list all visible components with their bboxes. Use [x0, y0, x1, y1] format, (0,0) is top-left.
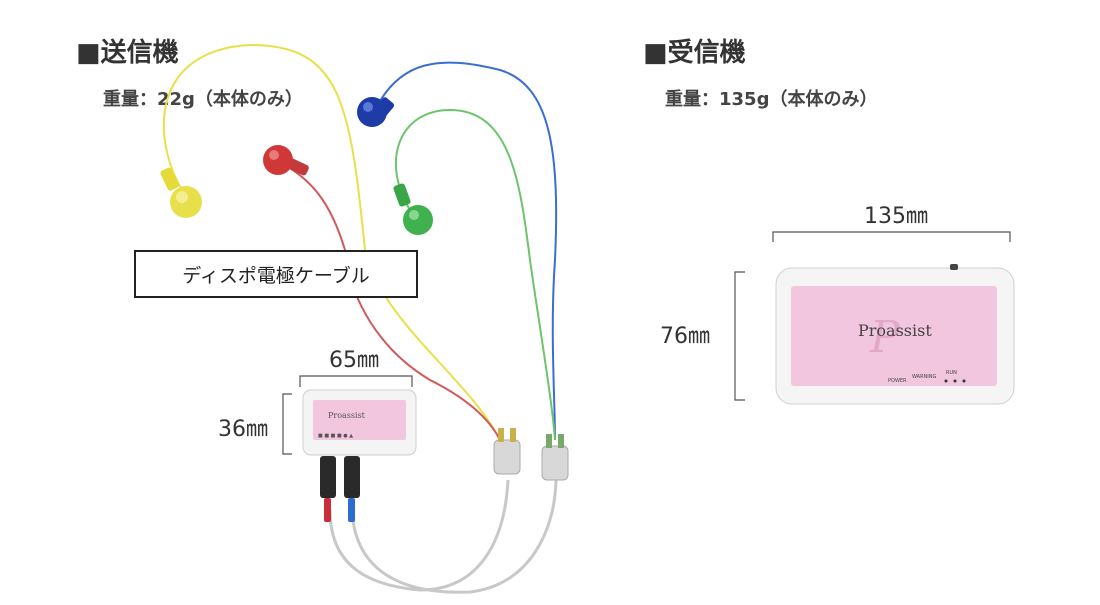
receiver-device: P Proassist POWER WARNING RUN: [775, 264, 1015, 405]
transmitter-width-label: 65㎜: [329, 348, 379, 373]
svg-text:Proassist: Proassist: [328, 411, 366, 420]
gray-wire-left: [328, 479, 510, 592]
svg-text:POWER: POWER: [888, 378, 907, 384]
gray-wire-right: [350, 479, 558, 594]
svg-text:P: P: [869, 312, 901, 363]
svg-text:RUN: RUN: [946, 370, 957, 376]
svg-text:WARNING: WARNING: [912, 374, 937, 380]
electrode-blue: [357, 97, 395, 127]
yellow-wire: [162, 43, 501, 441]
receiver-heading: ■受信機: [643, 38, 746, 68]
electrode-yellow: [160, 167, 202, 218]
svg-text:Proassist: Proassist: [858, 321, 932, 340]
transmitter-weight: 重量：22g（本体のみ）: [103, 89, 303, 110]
connector-right: [541, 434, 569, 481]
connector-left: [493, 428, 521, 475]
red-wire: [284, 164, 501, 441]
transmitter-height-label: 36㎜: [218, 417, 268, 442]
transmitter-heading: ■送信機: [76, 38, 179, 68]
electrode-green: [393, 183, 433, 235]
transmitter-device: Proassist ■ ■ ■ ■ ● ▲: [302, 389, 417, 522]
electrode-red: [263, 145, 309, 176]
svg-text:■ ■ ■ ■ ● ▲: ■ ■ ■ ■ ● ▲: [318, 433, 353, 439]
blue-wire: [374, 61, 558, 441]
cable-label-text: ディスポ電極ケーブル: [182, 264, 370, 287]
green-wire: [394, 108, 556, 441]
cable-label: ディスポ電極ケーブル: [134, 250, 418, 298]
receiver-height-label: 76㎜: [660, 324, 710, 349]
receiver-width-label: 135㎜: [864, 204, 928, 229]
receiver-weight: 重量：135g（本体のみ）: [665, 89, 878, 110]
